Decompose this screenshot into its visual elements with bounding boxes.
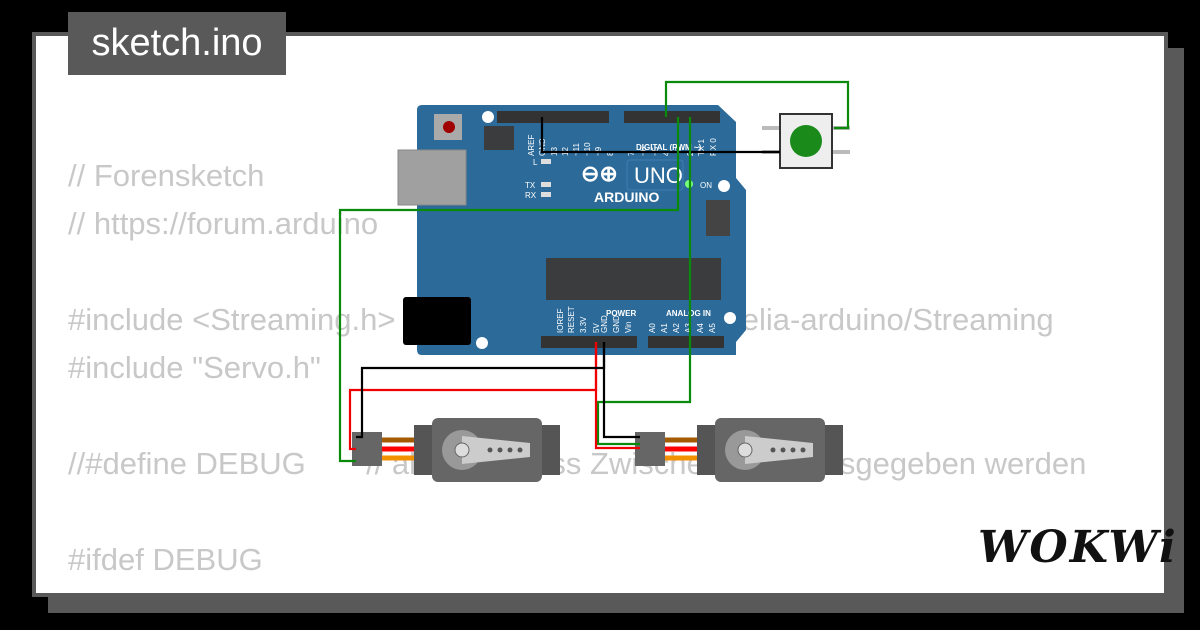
- wire-pin4-button: [664, 80, 850, 130]
- code-line: #ifdef DEBUG: [68, 542, 263, 577]
- pin-label: GND: [600, 315, 609, 333]
- wire-5v-servo2: [594, 342, 640, 450]
- wokwi-logo: WOKWi: [978, 522, 1178, 573]
- digital-header-left: [497, 111, 609, 123]
- pin-label: 3.3V: [579, 316, 588, 333]
- analog-header: [648, 336, 724, 348]
- pin-label: RESET: [567, 306, 576, 333]
- digital-header-right: [624, 111, 720, 123]
- pin-label: ~10: [583, 142, 592, 156]
- wire-gnd-button: [540, 117, 780, 154]
- pin-label: 4: [662, 151, 671, 156]
- brand-label: ARDUINO: [594, 189, 659, 205]
- led-label: RX: [525, 191, 537, 200]
- pin-label: ~11: [572, 142, 581, 156]
- digital-label: DIGITAL (PWM ~): [636, 143, 702, 152]
- led-label: TX: [525, 181, 536, 190]
- code-line: #define DBG_PRINTLN(...) Serial << __VA_…: [68, 584, 908, 593]
- servo-motor-2[interactable]: [635, 418, 843, 482]
- pin-label: GND: [612, 315, 621, 333]
- pin-label: A5: [708, 323, 717, 333]
- arduino-uno-board[interactable]: ARDUINO ⊖⊕ UNO DIGITAL (PWM ~) POWER ANA…: [397, 105, 746, 355]
- pin-label: TX 1: [697, 139, 706, 156]
- pin-label: A3: [684, 323, 693, 333]
- power-jack: [403, 297, 471, 345]
- power-label: POWER: [606, 309, 636, 318]
- code-line: // Forensketch: [68, 158, 265, 193]
- pin-label: 5V: [592, 323, 601, 333]
- icsp-header: [706, 200, 730, 236]
- pin-label: A1: [660, 323, 669, 333]
- model-label: UNO: [634, 163, 683, 188]
- wire-pin3-servo1: [338, 117, 680, 463]
- pin-label: AREF: [527, 135, 536, 156]
- power-header: [541, 336, 637, 348]
- arduino-logo-icon: ⊖⊕: [581, 161, 618, 186]
- led-label: L: [533, 158, 538, 167]
- code-line: #include "Servo.h": [68, 350, 321, 385]
- wire-pin2-servo2: [596, 117, 692, 446]
- pin-label: A0: [648, 323, 657, 333]
- pin-label: A2: [672, 323, 681, 333]
- pin-label: 8: [606, 151, 615, 156]
- wire-gnd-servo2: [602, 342, 640, 439]
- pin-label: RX 0: [709, 138, 718, 156]
- code-line-clip: #define DBG_PRINTLN(...) Serial << __VA_…: [68, 584, 1132, 593]
- pin-label: Vin: [624, 322, 633, 333]
- on-label: ON: [700, 181, 712, 190]
- file-name-badge: sketch.ino: [68, 12, 286, 75]
- pin-label: IOREF: [556, 308, 565, 333]
- push-button[interactable]: [762, 113, 850, 169]
- code-line: // https://forum.arduino: [68, 206, 379, 241]
- pin-label: 7: [627, 151, 636, 156]
- pin-label: A4: [696, 323, 705, 333]
- analog-label: ANALOG IN: [666, 309, 711, 318]
- usb-port: [397, 149, 467, 206]
- servo-motor-1[interactable]: [352, 418, 560, 482]
- microcontroller-chip: [546, 258, 721, 300]
